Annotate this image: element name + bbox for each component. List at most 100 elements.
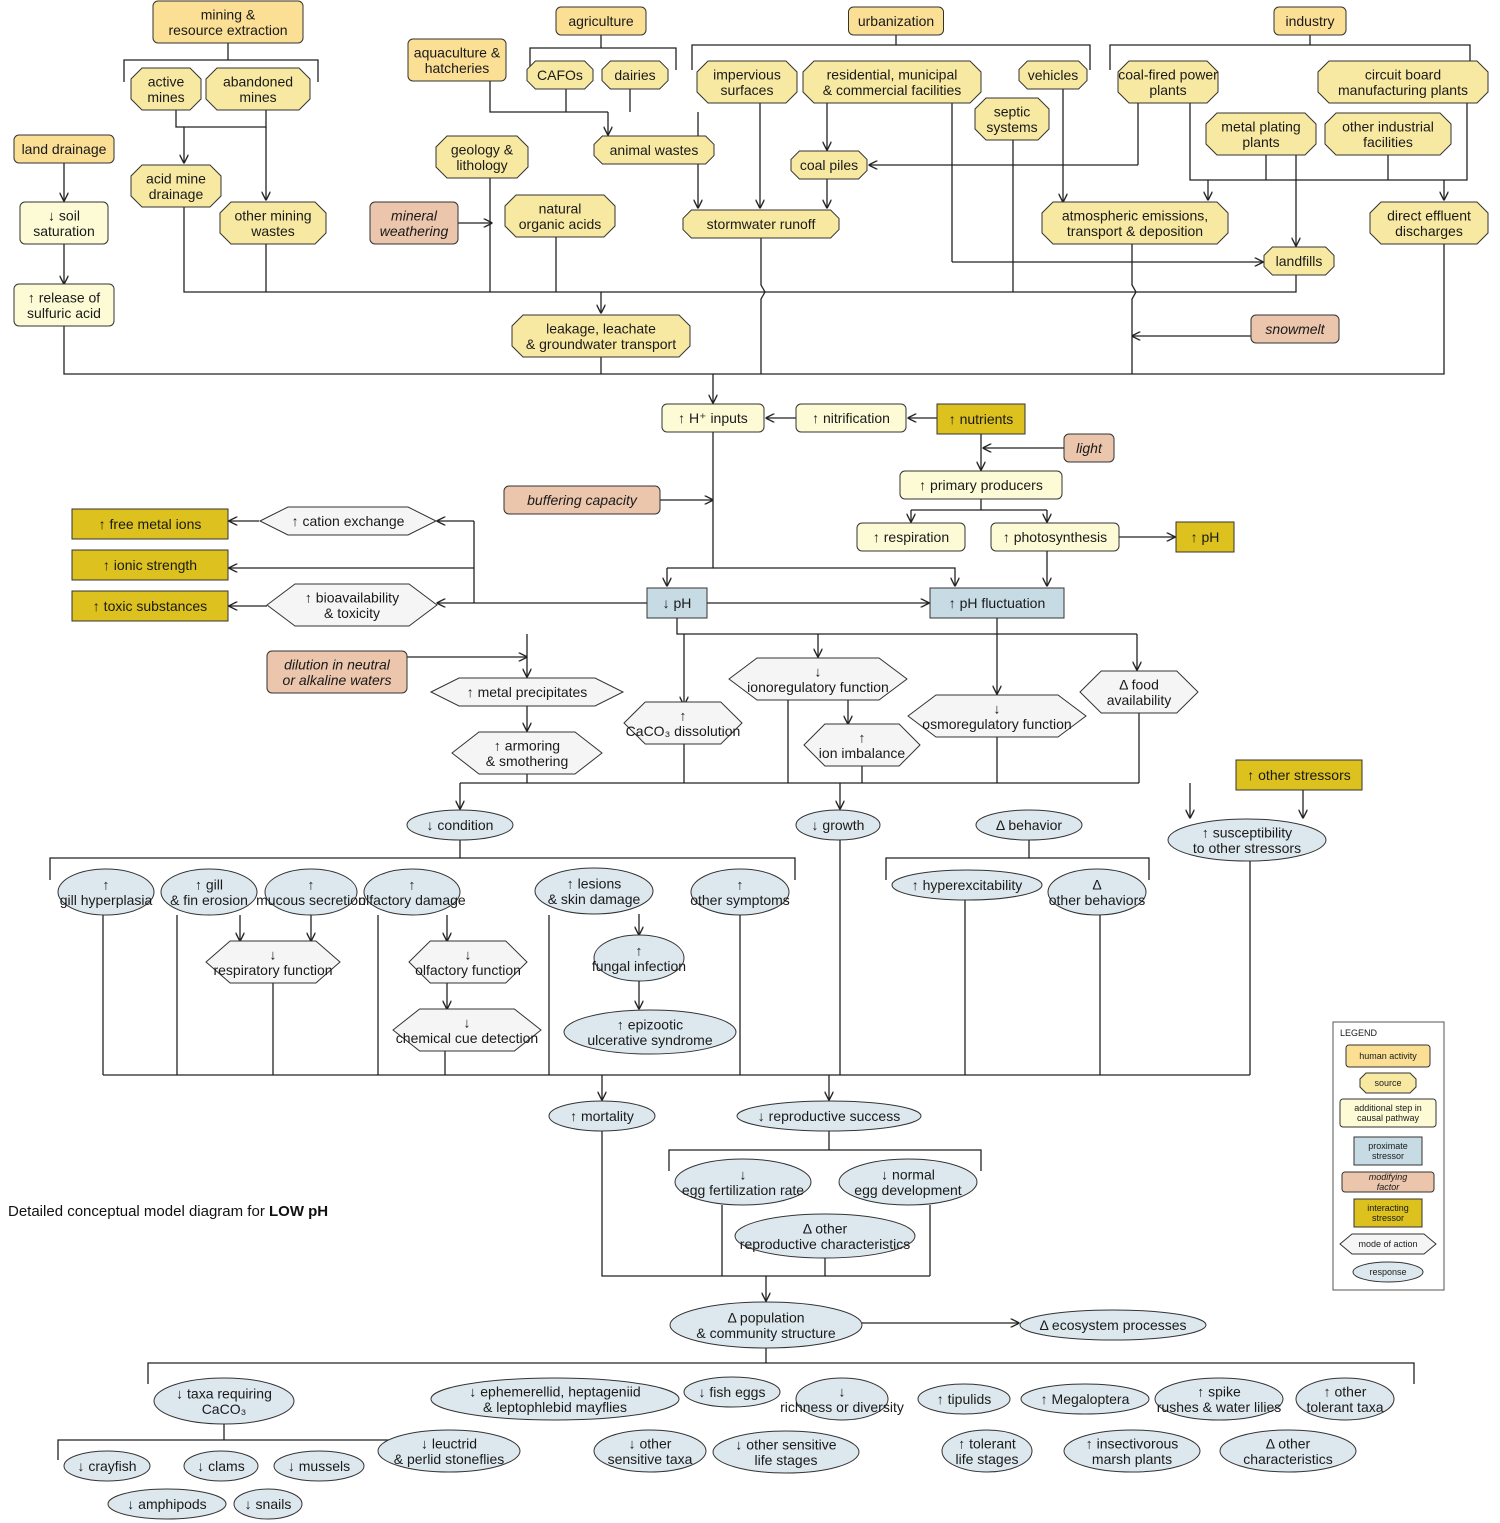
node-label: ↓ pH <box>663 595 692 611</box>
node-hyperexcit: ↑ hyperexcitability <box>891 869 1043 901</box>
node-free-metal: ↑ free metal ions <box>71 508 229 540</box>
node-ionic: ↑ ionic strength <box>71 549 229 581</box>
legend-item-source: source <box>1359 1072 1417 1094</box>
node-label: ↓respiratory function <box>213 946 332 978</box>
node-label: ↑ Megaloptera <box>1041 1391 1130 1407</box>
node-label: ↑ metal precipitates <box>467 684 588 700</box>
node-label: ↓olfactory function <box>415 946 521 978</box>
connector <box>147 1362 1415 1384</box>
node-respiratory: ↓respiratory function <box>205 940 341 984</box>
node-crayfish: ↓ crayfish <box>63 1450 151 1482</box>
node-clams: ↓ clams <box>183 1450 259 1482</box>
node-mortality: ↑ mortality <box>548 1100 656 1132</box>
node-ion-imbalance: ↑ion imbalance <box>803 723 921 767</box>
node-label: Δ population& community structure <box>696 1309 835 1341</box>
node-mayflies: ↓ ephemerellid, heptageniid& leptophlebi… <box>430 1377 680 1421</box>
node-label: ↑ pH <box>1191 529 1220 545</box>
node-label: ↑ bioavailability& toxicity <box>305 589 399 621</box>
node-mining: mining &resource extraction <box>152 0 304 44</box>
node-other-stressors: ↑ other stressors <box>1235 759 1363 791</box>
node-growth: ↓ growth <box>795 809 881 841</box>
node-stoneflies: ↓ leuctrid& perlid stoneflies <box>377 1429 521 1473</box>
connector <box>63 244 1445 375</box>
node-label: ↓ reproductive success <box>758 1108 900 1124</box>
node-light: light <box>1063 433 1115 463</box>
connector-arrow <box>713 567 955 586</box>
node-label: landfills <box>1276 253 1323 269</box>
node-label: ↓chemical cue detection <box>396 1014 538 1046</box>
node-label: ↑other symptoms <box>690 876 790 908</box>
legend-item-mode: mode of action <box>1339 1233 1437 1255</box>
node-label: ↑ mortality <box>570 1108 634 1124</box>
node-label: stormwater runoff <box>707 216 816 232</box>
node-lesions: ↑ lesions& skin damage <box>534 867 654 915</box>
node-animal-wastes: animal wastes <box>593 135 715 165</box>
node-label: ↑gill hyperplasia <box>60 876 153 908</box>
node-label: ↓ condition <box>427 817 494 833</box>
connector <box>1131 244 1137 374</box>
legend-item-label: response <box>1369 1267 1406 1277</box>
node-label: ↓osmoregulatory function <box>922 700 1071 732</box>
node-label: dairies <box>614 67 655 83</box>
node-chemical-cue: ↓chemical cue detection <box>392 1008 542 1052</box>
node-cation-exchange: ↑ cation exchange <box>258 506 438 536</box>
node-label: ↑ toxic substances <box>93 598 207 614</box>
node-label: ↓ clams <box>197 1458 244 1474</box>
node-aquaculture: aquaculture &hatcheries <box>407 38 507 82</box>
caption-emphasis: LOW pH <box>268 1203 329 1220</box>
node-label: Δ ecosystem processes <box>1039 1317 1186 1333</box>
node-label: ↑ other stressors <box>1247 767 1350 783</box>
node-label: ↑ tipulids <box>937 1391 991 1407</box>
node-caco3-diss: ↑CaCO₃ dissolution <box>623 701 743 745</box>
legend-item-label: source <box>1374 1078 1401 1088</box>
node-label: ↓richness or diversity <box>780 1383 904 1415</box>
node-label: ↑ nutrients <box>949 411 1014 427</box>
node-ph-fluct: ↑ pH fluctuation <box>929 587 1065 619</box>
node-label: geology &lithology <box>451 141 514 173</box>
node-fish-eggs: ↓ fish eggs <box>683 1376 781 1408</box>
node-label: ↑ion imbalance <box>819 729 906 761</box>
node-mussels: ↓ mussels <box>273 1450 365 1482</box>
connector <box>123 59 319 82</box>
node-label: residential, municipal& commercial facil… <box>823 66 961 98</box>
node-primary-producers: ↑ primary producers <box>899 470 1063 500</box>
node-label: Δ behavior <box>996 817 1063 833</box>
node-label: ↑olfactory damage <box>358 876 466 908</box>
node-label: ↑ photosynthesis <box>1003 529 1107 545</box>
node-geology: geology &lithology <box>435 135 529 179</box>
node-ph-down: ↓ pH <box>646 587 708 619</box>
node-label: ↓ fish eggs <box>699 1384 766 1400</box>
node-land-drainage: land drainage <box>13 134 115 164</box>
node-label: ↑ cation exchange <box>292 513 405 529</box>
node-label: ↑fungal infection <box>592 942 686 974</box>
node-armoring: ↑ armoring& smothering <box>451 731 603 775</box>
node-coal-piles: coal piles <box>790 150 868 180</box>
node-population: Δ population& community structure <box>669 1301 863 1349</box>
